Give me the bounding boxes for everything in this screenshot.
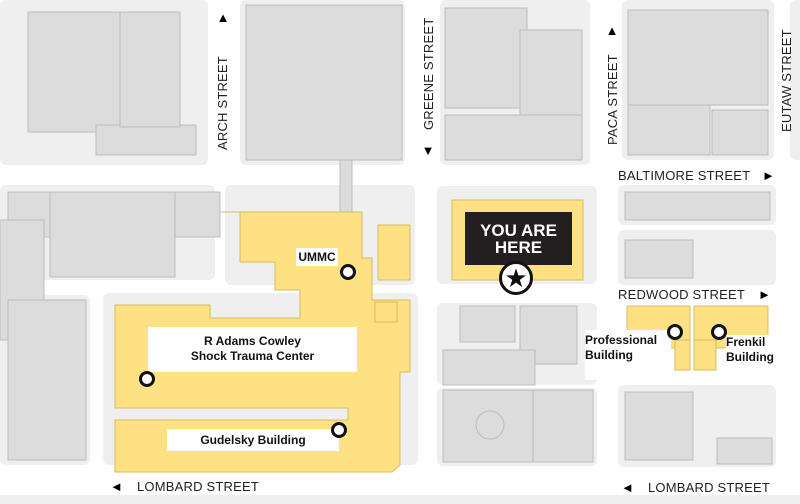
street-label-greene: GREENE STREET xyxy=(421,18,436,130)
location-pin-shock-trauma[interactable] xyxy=(139,371,155,387)
arrow-right-icon: ► xyxy=(762,168,775,183)
label-professional-line1: Professional xyxy=(585,333,658,347)
label-professional-building: Professional Building xyxy=(585,330,671,380)
label-gudelsky: Gudelsky Building xyxy=(167,429,339,451)
arrow-left-icon: ◄ xyxy=(110,479,123,494)
location-pin-professional[interactable] xyxy=(667,324,683,340)
arrow-down-icon: ▼ xyxy=(422,143,435,158)
label-frenkil-line1: Frenkil xyxy=(726,335,766,349)
label-shock-trauma-line2: Shock Trauma Center xyxy=(190,349,315,363)
label-professional-line2: Building xyxy=(585,348,633,362)
label-shock-trauma-line1: R Adams Cowley xyxy=(204,334,301,348)
street-label-lombard-east: LOMBARD STREET xyxy=(648,480,770,495)
street-label-arch: ARCH STREET xyxy=(215,56,230,150)
location-pin-gudelsky[interactable] xyxy=(331,422,347,438)
star-icon: ★ xyxy=(499,261,533,295)
buildings-gray xyxy=(0,4,773,465)
you-are-here-label: YOU ARE HERE xyxy=(465,212,572,265)
location-pin-frenkil[interactable] xyxy=(711,324,727,340)
street-label-lombard-west: LOMBARD STREET xyxy=(137,479,259,494)
street-label-paca: PACA STREET xyxy=(605,54,620,145)
you-are-here-line2: HERE xyxy=(494,237,543,257)
street-label-redwood: REDWOOD STREET xyxy=(618,287,745,302)
label-frenkil-building: Frenkil Building xyxy=(726,335,778,369)
street-labels: ARCH STREET ▲ GREENE STREET ▼ PACA STREE… xyxy=(110,10,794,495)
label-shock-trauma: R Adams Cowley Shock Trauma Center xyxy=(148,327,357,372)
arrow-left-icon: ◄ xyxy=(621,480,634,495)
street-label-baltimore: BALTIMORE STREET xyxy=(618,168,750,183)
street-label-eutaw: EUTAW STREET xyxy=(779,29,794,132)
arrow-up-icon: ▲ xyxy=(217,10,230,25)
arrow-right-icon: ► xyxy=(758,287,771,302)
label-frenkil-line2: Building xyxy=(726,350,774,364)
location-pin-ummc[interactable] xyxy=(340,264,356,280)
you-are-here-line1: YOU ARE xyxy=(480,220,557,240)
label-ummc: UMMC xyxy=(296,248,338,266)
arrow-up-icon: ▲ xyxy=(606,23,619,38)
